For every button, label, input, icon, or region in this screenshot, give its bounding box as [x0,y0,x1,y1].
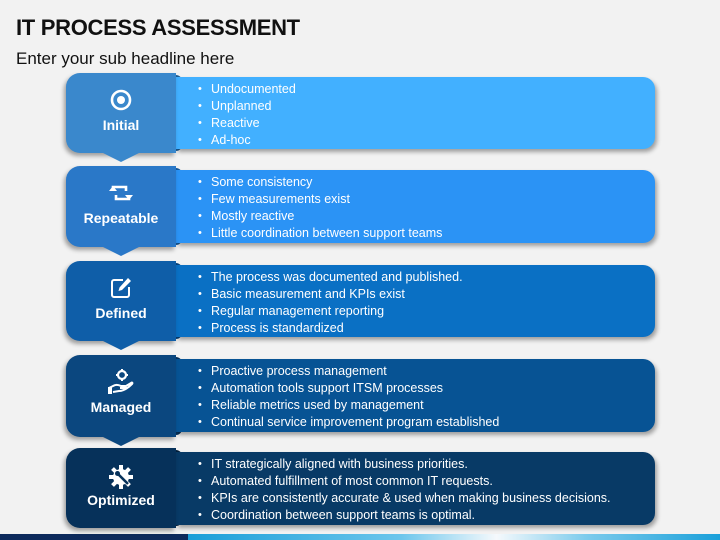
bullet-item: Reactive [198,115,296,132]
bullet-item: Unplanned [198,98,296,115]
bullet-item: Few measurements exist [198,191,442,208]
bullet-item: KPIs are consistently accurate & used wh… [198,490,611,507]
bullet-item: Undocumented [198,81,296,98]
stage-label-panel: Optimized [66,448,176,528]
stage-description-box: Proactive process management Automation … [176,359,655,432]
footer-bar-dark [0,534,188,540]
bullet-item: Mostly reactive [198,208,442,225]
stage-description-box: Some consistency Few measurements exist … [176,170,655,243]
bullet-item: Reliable metrics used by management [198,397,499,414]
footer-bar-gradient [188,534,720,540]
stage-label: Initial [102,117,140,133]
stage-label: Managed [90,399,152,415]
bullet-item: Regular management reporting [198,303,463,320]
page-subtitle: Enter your sub headline here [16,49,235,68]
page-title: IT PROCESS ASSESSMENT [16,15,300,40]
bullet-list: IT strategically aligned with business p… [198,456,611,524]
bullet-item: Automated fulfillment of most common IT … [198,473,611,490]
arrow-down-pointer [103,341,139,350]
bullet-item: IT strategically aligned with business p… [198,456,611,473]
arrow-down-pointer [103,437,139,446]
stage-label-panel: Managed [66,355,176,437]
bullet-item: Basic measurement and KPIs exist [198,286,463,303]
hand-gear-icon [66,369,176,395]
bullet-item: Little coordination between support team… [198,225,442,242]
stage-label: Optimized [87,492,155,508]
stage-label-panel: Defined [66,261,176,341]
stage-description-box: IT strategically aligned with business p… [176,452,655,525]
repeat-icon [66,180,176,206]
bullet-list: Some consistency Few measurements exist … [198,174,442,242]
bullet-list: Proactive process management Automation … [198,363,499,431]
stage-label-panel: Initial [66,73,176,153]
bullet-item: The process was documented and published… [198,269,463,286]
bullet-list: The process was documented and published… [198,269,463,337]
stage-description-box: The process was documented and published… [176,265,655,337]
edit-icon [66,275,176,301]
arrow-down-pointer [103,247,139,256]
stage-label-panel: Repeatable [66,166,176,247]
bullet-item: Some consistency [198,174,442,191]
bullet-item: Ad-hoc [198,132,296,149]
stage-description-box: Undocumented Unplanned Reactive Ad-hoc [176,77,655,149]
arrow-down-pointer [103,153,139,162]
stage-label: Repeatable [83,210,159,226]
bullet-item: Process is standardized [198,320,463,337]
target-icon [66,87,176,113]
bullet-list: Undocumented Unplanned Reactive Ad-hoc [198,81,296,149]
bullet-item: Coordination between support teams is op… [198,507,611,524]
bullet-item: Automation tools support ITSM processes [198,380,499,397]
bullet-item: Continual service improvement program es… [198,414,499,431]
bullet-item: Proactive process management [198,363,499,380]
gear-wrench-icon [66,464,176,490]
stage-label: Defined [95,305,147,321]
